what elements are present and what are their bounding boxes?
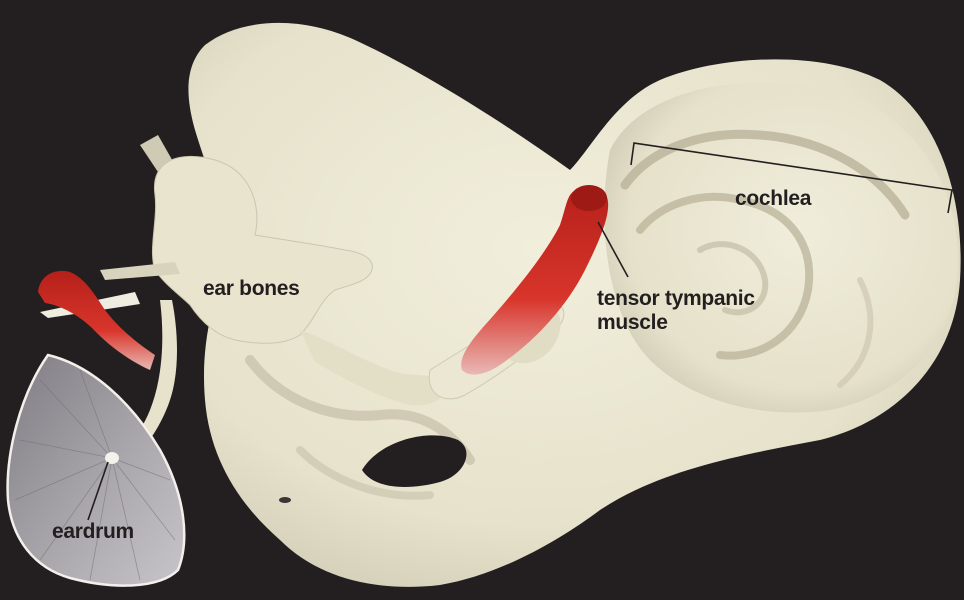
tensor-label-line-2: muscle <box>597 311 755 335</box>
tensor-tympanic-muscle-label: tensor tympanic muscle <box>597 287 755 335</box>
eardrum-label: eardrum <box>52 520 134 544</box>
stapedius-muscle-shape <box>38 271 155 370</box>
ear-bones-label: ear bones <box>203 277 300 301</box>
tensor-label-line-1: tensor tympanic <box>597 287 755 311</box>
cochlea-label: cochlea <box>735 187 811 211</box>
cochlea-shape <box>604 83 958 413</box>
